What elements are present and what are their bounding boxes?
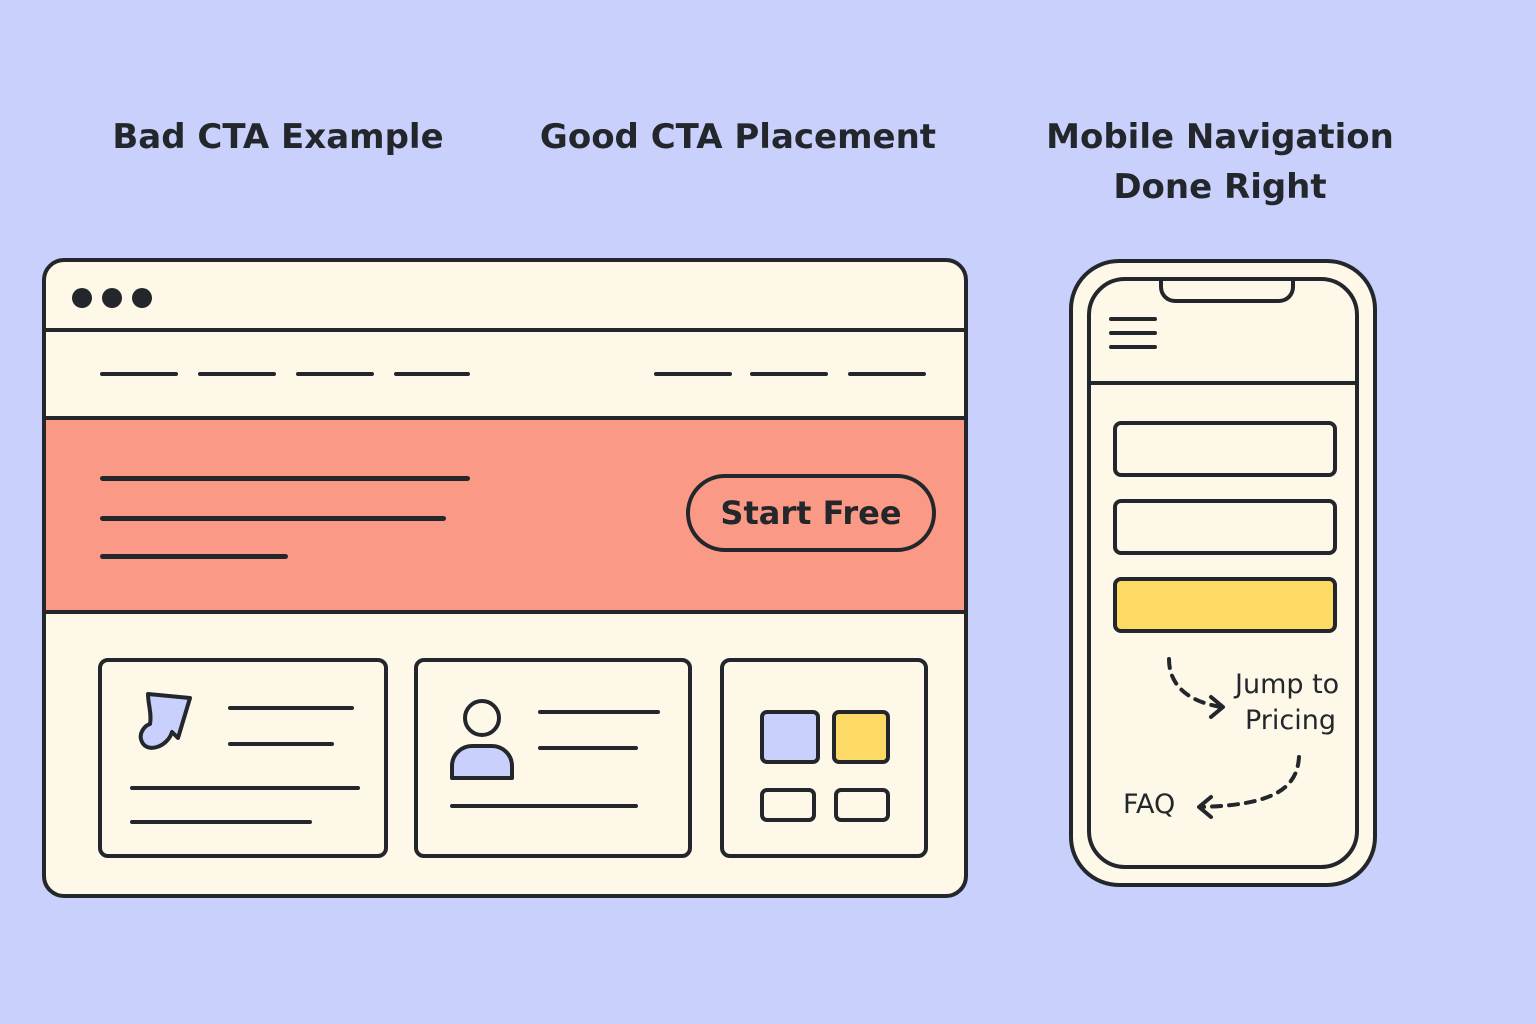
dashed-arrow-icon xyxy=(1197,755,1301,819)
nav-link[interactable] xyxy=(654,372,732,376)
nav-link[interactable] xyxy=(198,372,276,376)
phone-nav-item[interactable] xyxy=(1113,499,1337,555)
faq-link[interactable]: FAQ xyxy=(1123,789,1176,820)
card-text-line xyxy=(228,706,354,710)
window-dot xyxy=(102,288,122,308)
phone-screen: Jump to Pricing FAQ xyxy=(1087,277,1359,869)
mobile-nav-heading-line2: Done Right xyxy=(1113,167,1327,207)
hero-text-line xyxy=(100,476,470,481)
card-text-line xyxy=(130,786,360,790)
mobile-nav-heading: Mobile Navigation Done Right xyxy=(1030,112,1410,212)
bad-cta-heading: Bad CTA Example xyxy=(112,117,444,157)
feature-card[interactable] xyxy=(98,658,388,858)
hero-section: Start Free xyxy=(46,420,964,610)
window-dots-icon xyxy=(72,288,152,308)
start-free-button[interactable]: Start Free xyxy=(686,474,936,552)
dashed-arrow-icon xyxy=(1167,657,1225,719)
nav-link[interactable] xyxy=(100,372,178,376)
hero-text-line xyxy=(100,516,446,521)
nav-link[interactable] xyxy=(848,372,926,376)
phone-notch xyxy=(1159,281,1295,303)
jump-label-line2[interactable]: Pricing xyxy=(1245,705,1337,736)
profile-card[interactable] xyxy=(414,658,692,858)
hero-divider xyxy=(46,610,964,614)
jump-label-line1[interactable]: Jump to xyxy=(1235,669,1340,700)
card-text-line xyxy=(130,820,312,824)
browser-mockup: Start Free xyxy=(42,258,968,898)
card-text-line xyxy=(450,804,638,808)
phone-mockup: Jump to Pricing FAQ xyxy=(1069,259,1377,887)
grid-icon xyxy=(760,710,890,822)
nav-link[interactable] xyxy=(296,372,374,376)
hero-text-line xyxy=(100,554,288,559)
good-cta-heading: Good CTA Placement xyxy=(539,117,937,157)
titlebar-divider xyxy=(46,328,964,332)
window-dot xyxy=(72,288,92,308)
phone-nav-item-highlighted[interactable] xyxy=(1113,577,1337,633)
card-text-line xyxy=(538,746,638,750)
document-icon xyxy=(138,692,192,750)
card-text-line xyxy=(228,742,334,746)
mobile-nav-heading-line1: Mobile Navigation xyxy=(1046,117,1394,157)
phone-nav-item[interactable] xyxy=(1113,421,1337,477)
card-text-line xyxy=(538,710,660,714)
window-dot xyxy=(132,288,152,308)
nav-link[interactable] xyxy=(750,372,828,376)
nav-link[interactable] xyxy=(394,372,470,376)
menu-icon[interactable] xyxy=(1109,317,1157,357)
grid-card[interactable] xyxy=(720,658,928,858)
nav-divider xyxy=(46,416,964,420)
user-icon xyxy=(450,699,514,780)
phone-header-divider xyxy=(1091,381,1355,385)
